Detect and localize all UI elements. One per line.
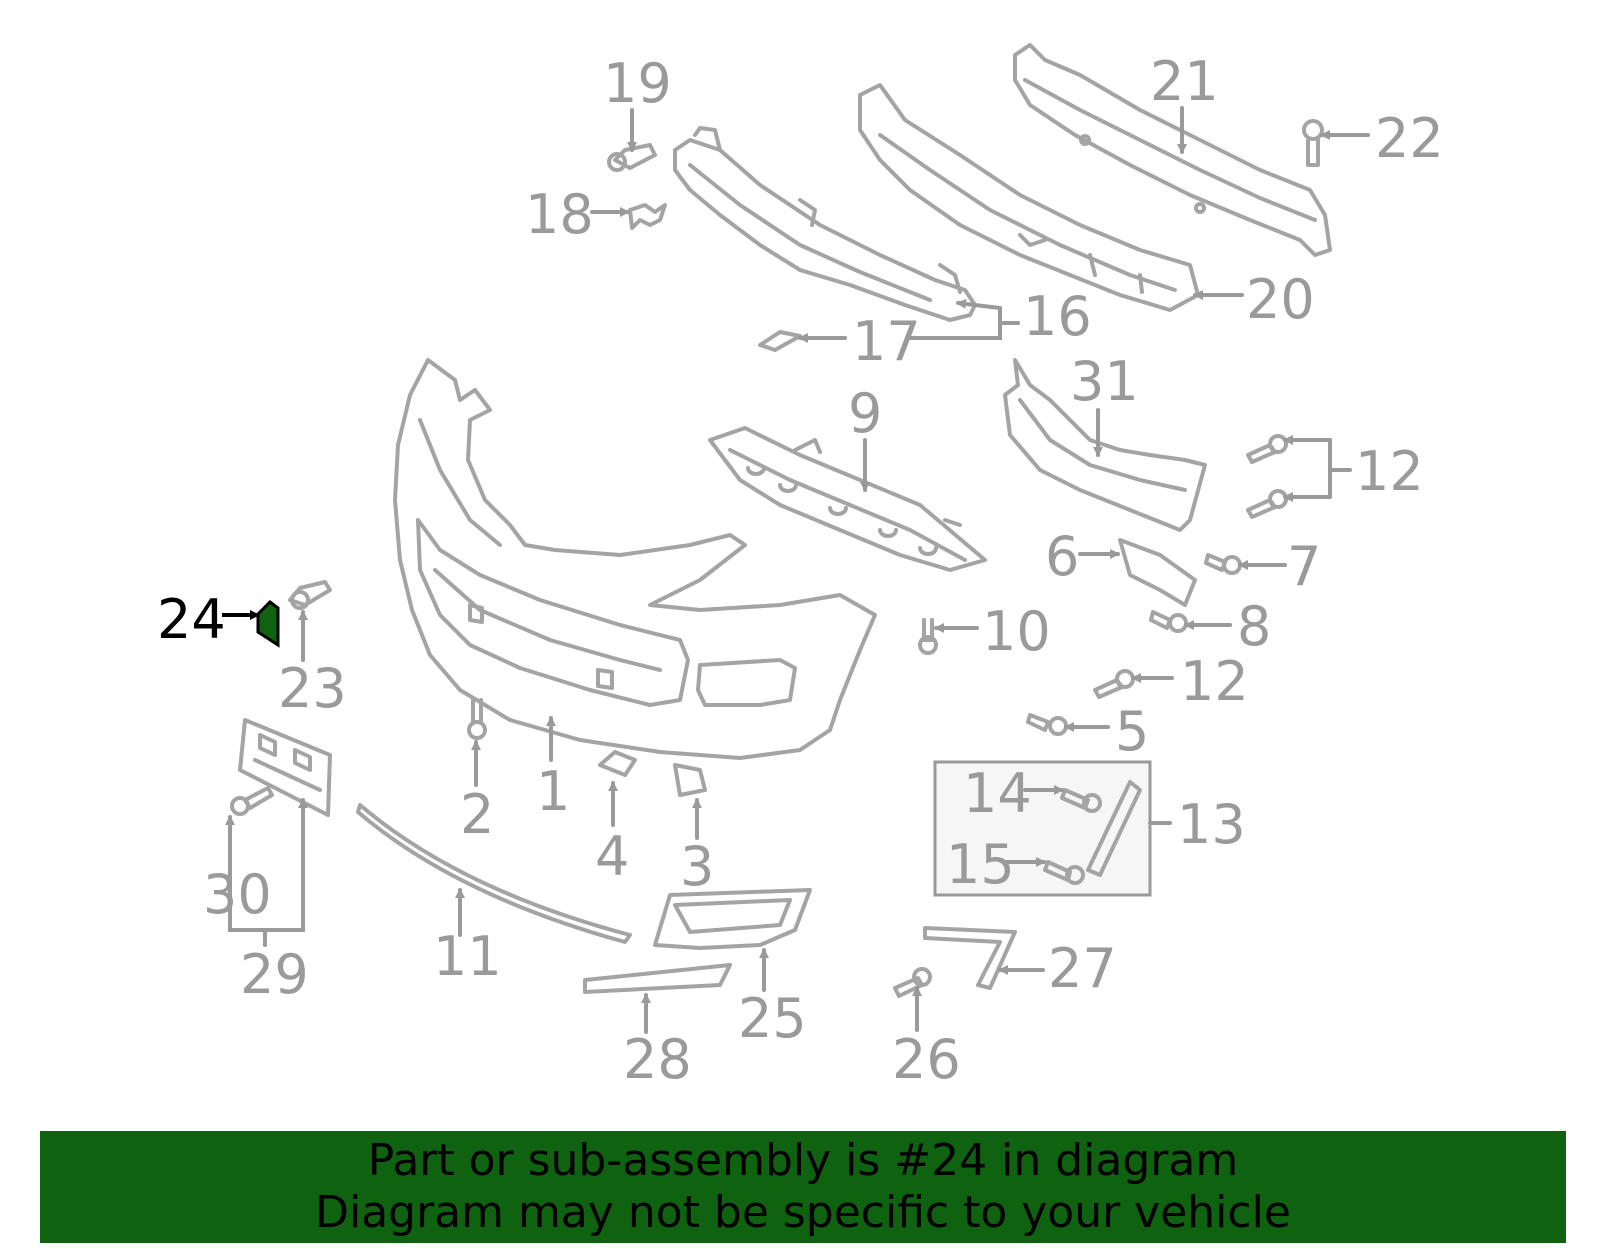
leader-lines [222,106,1370,1034]
callout-30: 30 [203,863,272,926]
callout-8: 8 [1237,595,1271,658]
callout-31: 31 [1070,350,1139,413]
small-parts [230,119,1324,998]
energy-absorber-part-20 [858,83,1200,312]
callout-20: 20 [1246,268,1315,331]
callout-19: 19 [603,52,672,115]
callout-29: 29 [240,943,309,1006]
reinforcement-part-21 [1013,43,1332,257]
callout-12a: 12 [1355,440,1424,503]
callout-27: 27 [1048,937,1117,1000]
callout-4: 4 [595,825,629,888]
callout-26: 26 [892,1028,961,1091]
callout-2: 2 [460,783,494,846]
callout-1: 1 [536,760,570,823]
callout-7: 7 [1287,535,1321,598]
bracket-part-31 [1003,358,1207,532]
callout-14: 14 [963,762,1032,825]
callout-12b: 12 [1180,650,1249,713]
callout-25: 25 [738,987,807,1050]
callout-23: 23 [278,657,347,720]
banner-line-2: Diagram may not be specific to your vehi… [315,1187,1291,1238]
impact-bar-part-16 [673,126,977,322]
callout-24[interactable]: 24 [157,588,226,651]
callout-11: 11 [433,925,502,988]
callout-9: 9 [848,382,882,445]
callout-22: 22 [1375,107,1444,170]
callout-13: 13 [1177,793,1246,856]
callout-6: 6 [1045,525,1079,588]
callout-10: 10 [982,600,1051,663]
banner-line-1: Part or sub-assembly is #24 in diagram [367,1135,1239,1186]
callout-28: 28 [623,1028,692,1091]
callout-3: 3 [680,835,714,898]
callout-16: 16 [1023,285,1092,348]
callout-5: 5 [1115,700,1149,763]
parts-diagram: 1 2 3 4 5 6 7 8 9 10 11 12 12 12 13 14 1… [157,43,1444,1091]
callout-18: 18 [525,183,594,246]
callout-labels: 1 2 3 4 5 6 7 8 9 10 11 12 12 12 13 14 1… [157,50,1444,1091]
callout-15: 15 [946,833,1015,896]
highlighted-part-24[interactable] [256,600,280,648]
callout-17: 17 [852,310,921,373]
grille-support-part-9 [708,426,987,572]
bumper-cover-part-1 [393,358,877,760]
info-banner: Part or sub-assembly is #24 in diagram D… [40,1131,1566,1243]
callout-21: 21 [1150,50,1219,113]
